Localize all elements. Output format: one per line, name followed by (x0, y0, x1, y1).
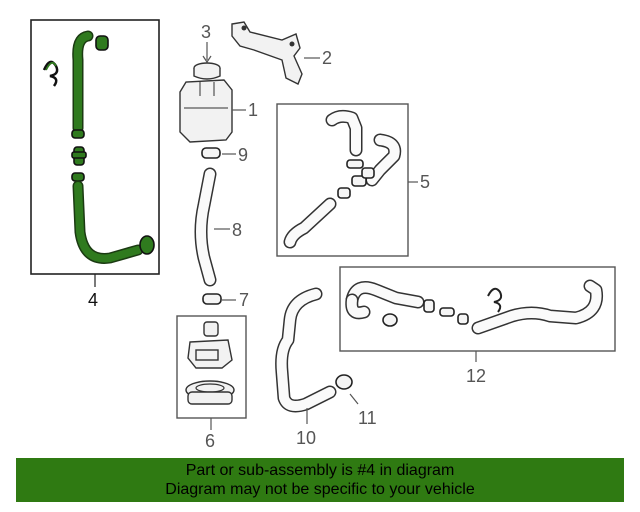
callout-2: 2 (322, 48, 332, 68)
part-5-box (276, 103, 409, 257)
callout-1: 1 (248, 100, 258, 120)
part-9-clamp[interactable]: 9 (201, 145, 248, 165)
part-4-connector (71, 146, 87, 166)
part-6-group[interactable]: 6 (176, 315, 247, 451)
parts-diagram: 4 3 2 1 9 8 7 (30, 19, 616, 451)
part-4-clamp-mid-1 (71, 129, 85, 139)
part-4-spring-clip (42, 60, 59, 87)
water-pump (187, 321, 233, 369)
part-11-clamp[interactable]: 11 (335, 374, 377, 428)
cap-body (193, 68, 221, 80)
part-4-upper-hose (72, 30, 94, 134)
callout-5: 5 (420, 172, 430, 192)
bracket-shape (231, 21, 303, 85)
part-8-hose[interactable]: 8 (194, 167, 242, 287)
callout-11: 11 (358, 408, 377, 428)
banner-line-2: Diagram may not be specific to your vehi… (165, 481, 475, 498)
part-4-clamp-mid-2 (71, 172, 85, 182)
callout-8: 8 (232, 220, 242, 240)
part-7-clamp[interactable]: 7 (202, 290, 249, 310)
part-2-bracket[interactable]: 2 (231, 21, 332, 85)
callout-10: 10 (296, 428, 316, 448)
info-banner: Part or sub-assembly is #4 in diagram Di… (16, 458, 624, 502)
part-5-group[interactable]: 5 (276, 103, 430, 257)
callout-12: 12 (466, 366, 486, 386)
part-3-cap[interactable]: 3 (193, 22, 221, 80)
part-4-box (30, 19, 160, 275)
part-5-hoses (283, 109, 402, 249)
callout-3: 3 (201, 22, 211, 42)
part-4-clamp-end (139, 235, 155, 255)
banner-line-1: Part or sub-assembly is #4 in diagram (185, 462, 455, 479)
callout-4: 4 (88, 290, 98, 310)
pump-ring (185, 380, 235, 405)
callout-6: 6 (205, 431, 215, 451)
part-12-hoses (345, 279, 604, 335)
part-12-box (339, 266, 616, 352)
part-10-hose[interactable]: 10 (275, 287, 337, 448)
part-4-clamp-top (95, 35, 109, 51)
part-1-reservoir[interactable]: 1 (179, 79, 258, 143)
callout-9: 9 (238, 145, 248, 165)
callout-7: 7 (239, 290, 249, 310)
part-4-lower-hose (72, 180, 144, 264)
part-4-group[interactable]: 4 (30, 19, 160, 310)
reservoir-body (179, 79, 233, 143)
part-12-group[interactable]: 12 (339, 266, 616, 386)
